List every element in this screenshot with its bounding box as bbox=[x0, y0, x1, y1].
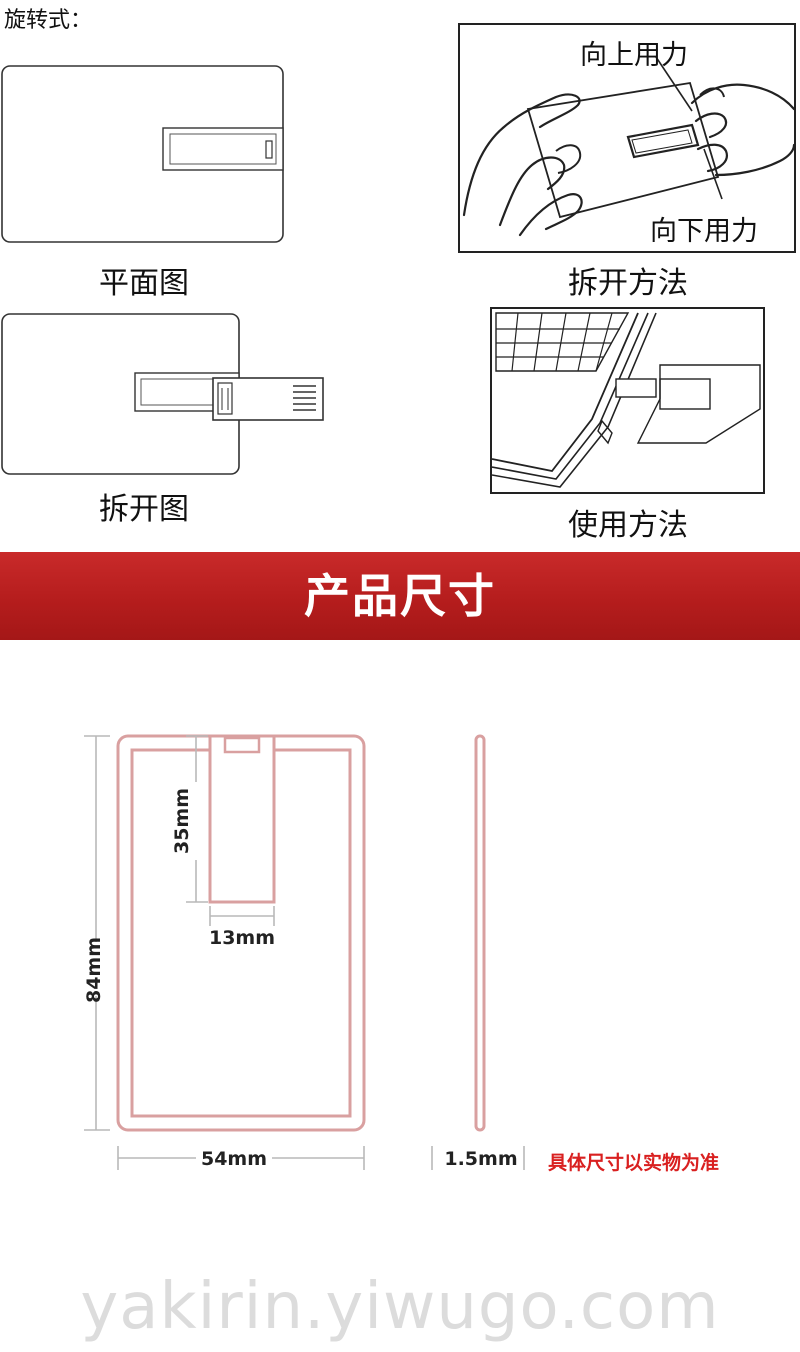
connector-slot bbox=[162, 127, 284, 171]
disassembly-frame: 向上用力 向下用力 bbox=[458, 23, 796, 253]
card-inserted bbox=[636, 364, 761, 444]
section-banner bbox=[0, 552, 800, 640]
connector-width-label: 13mm bbox=[209, 927, 275, 949]
dimension-drawing: 84mm 35mm 13mm 54mm 1.5mm bbox=[83, 734, 525, 1170]
connector-length-dimension-line bbox=[186, 735, 208, 903]
connector-width-dimension-line bbox=[209, 906, 275, 926]
hands-illustration bbox=[462, 56, 796, 237]
width-dimension-line bbox=[117, 1146, 365, 1170]
card-tilted bbox=[526, 81, 720, 219]
height-label: 84mm bbox=[83, 937, 105, 1003]
label-push-down: 向下用力 bbox=[650, 216, 758, 247]
caption-opened-view: 拆开图 bbox=[99, 492, 189, 527]
width-label: 54mm bbox=[201, 1148, 267, 1170]
side-profile-outline bbox=[474, 734, 486, 1132]
thickness-label: 1.5mm bbox=[444, 1148, 517, 1170]
banner-title: 产品尺寸 bbox=[304, 569, 496, 623]
height-dimension-line bbox=[84, 735, 110, 1131]
connector-extended bbox=[212, 377, 324, 421]
watermark: yakirin.yiwugo.com bbox=[80, 1270, 720, 1344]
label-push-up: 向上用力 bbox=[580, 40, 688, 71]
plan-view-illustration bbox=[1, 65, 284, 243]
caption-disassembly-method: 拆开方法 bbox=[568, 266, 688, 301]
caption-plan-view: 平面图 bbox=[99, 266, 189, 301]
caption-usage-method: 使用方法 bbox=[568, 508, 688, 543]
connector-length-label: 35mm bbox=[171, 788, 193, 854]
section-title: 旋转式： bbox=[4, 8, 93, 33]
size-disclaimer: 具体尺寸以实物为准 bbox=[548, 1152, 720, 1174]
thickness-dimension-line bbox=[431, 1146, 525, 1170]
laptop-illustration bbox=[491, 312, 761, 488]
usage-frame bbox=[490, 307, 765, 494]
opened-view-illustration bbox=[1, 313, 324, 475]
connector-outline bbox=[208, 734, 276, 904]
connector-tilted bbox=[626, 123, 700, 159]
